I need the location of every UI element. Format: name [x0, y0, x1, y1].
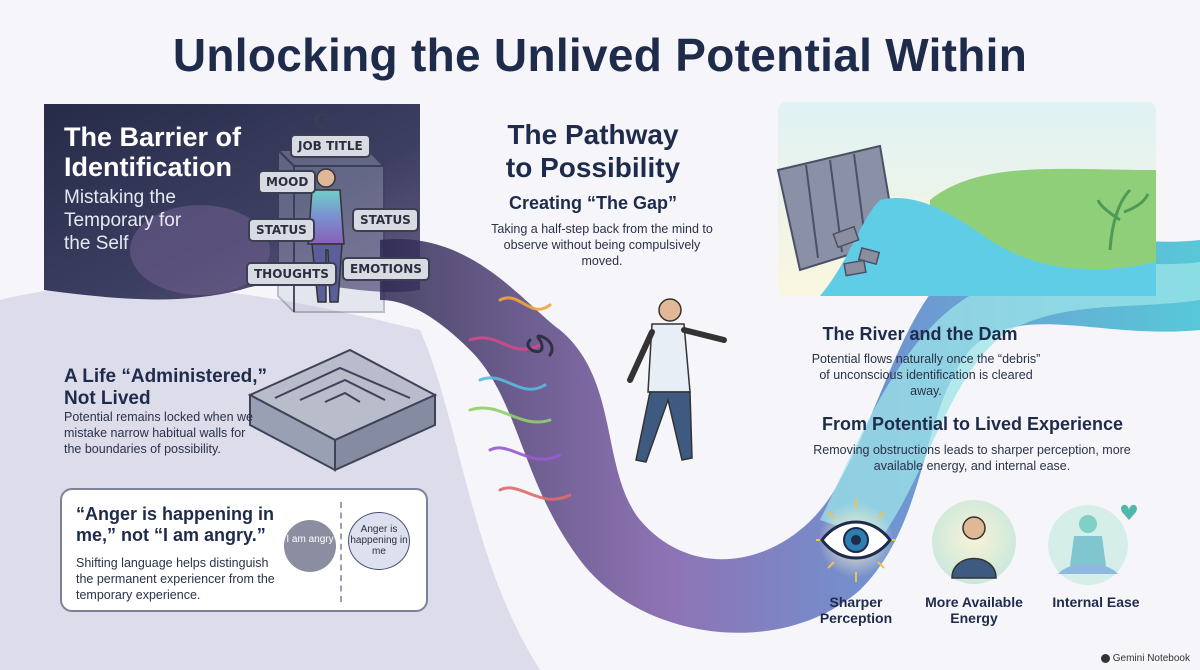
benefit-sharper-perception: Sharper Perception — [819, 594, 893, 626]
pathway-title-line1: The Pathway — [507, 119, 679, 150]
lavender-wash — [0, 285, 540, 670]
tag-job-title: JOB TITLE — [290, 134, 371, 158]
anger-quote: “Anger is happening in me,” not “I am an… — [76, 504, 275, 545]
wrong-phrase-bubble: I am angry — [284, 520, 336, 572]
notebook-icon — [1100, 654, 1110, 663]
anger-description: Shifting language helps distinguish the … — [76, 556, 275, 602]
person-icon-art — [932, 500, 1016, 584]
tag-status-right: STATUS — [352, 208, 419, 232]
plant — [1096, 188, 1150, 251]
panel-cloud — [130, 205, 270, 295]
tag-mood: MOOD — [258, 170, 317, 194]
hook-ring — [315, 113, 329, 127]
barrier-title: The Barrier of Identification — [64, 122, 242, 182]
right-phrase-bubble: Anger is happening in me — [348, 512, 410, 570]
anger-callout: “Anger is happening in me,” not “I am an… — [60, 488, 428, 612]
river-title: The River and the Dam — [822, 324, 1018, 344]
walking-figure — [627, 298, 727, 463]
eye-icon-art — [816, 498, 896, 582]
lived-title: From Potential to Lived Experience — [821, 414, 1124, 434]
tag-emotions: EMOTIONS — [342, 257, 430, 281]
dashed-divider — [340, 502, 342, 602]
footer-brand: Gemini Notebook — [1100, 653, 1190, 664]
footer-text: Gemini Notebook — [1112, 653, 1190, 664]
stream-highlight — [820, 262, 1200, 540]
tag-status-left: STATUS — [248, 218, 315, 242]
tag-thoughts: THOUGHTS — [246, 262, 337, 286]
administered-description: Potential remains locked when we mistake… — [64, 410, 253, 456]
gap-title: Creating “The Gap” — [508, 193, 678, 213]
meditation-icon-art — [1048, 504, 1137, 585]
page-title: Unlocking the Unlived Potential Within — [172, 29, 1028, 81]
dam-water — [820, 198, 1156, 296]
benefit-more-energy: More Available Energy — [925, 594, 1023, 626]
scribbles — [468, 296, 572, 501]
benefit-internal-ease: Internal Ease — [1052, 594, 1140, 610]
barrier-subtitle: Mistaking the Temporary for the Self — [64, 187, 182, 254]
administered-title: A Life “Administered,” Not Lived — [64, 366, 268, 409]
river-description: Potential flows naturally once the “debr… — [811, 352, 1041, 398]
maze — [247, 348, 438, 472]
pathway-title: The Pathway to Possibility — [468, 118, 718, 184]
flowing-stream — [380, 236, 1200, 633]
debris — [832, 225, 881, 277]
pathway-title-line2: to Possibility — [505, 152, 681, 183]
gap-description: Taking a half-step back from the mind to… — [491, 222, 713, 268]
lived-description: Removing obstructions leads to sharper p… — [813, 443, 1131, 473]
